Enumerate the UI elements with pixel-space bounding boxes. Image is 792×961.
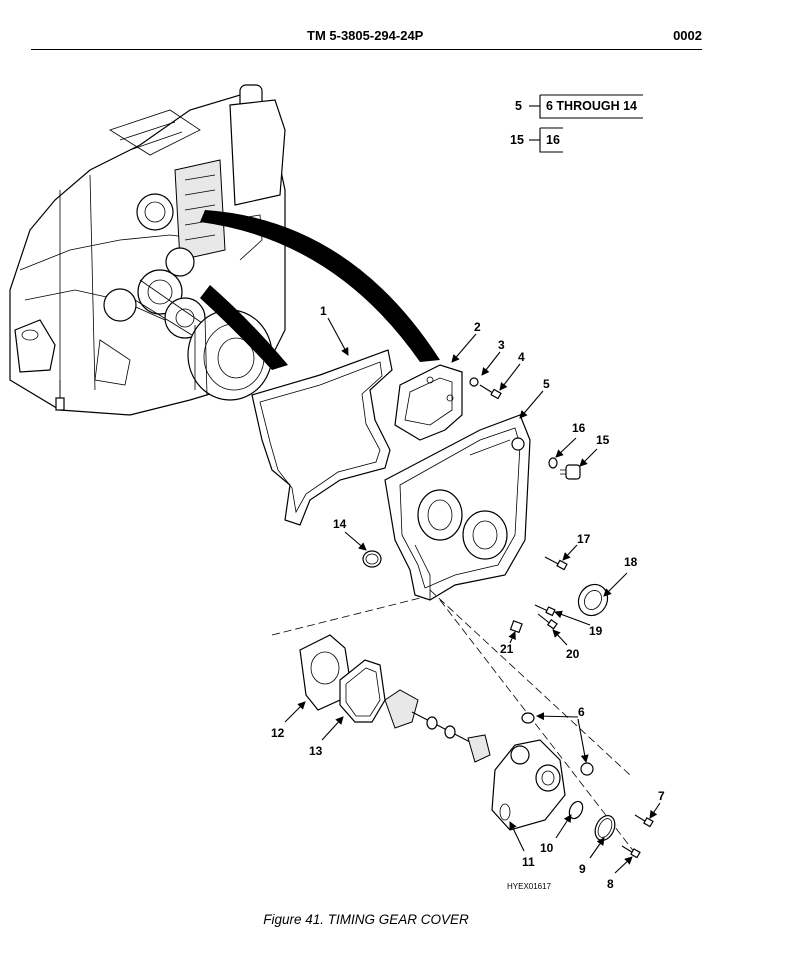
part-8	[621, 845, 641, 859]
callout-17: 17	[577, 532, 591, 546]
part-9	[594, 815, 616, 841]
part-3	[469, 377, 479, 387]
part-21	[509, 620, 523, 634]
callout-2: 2	[474, 320, 481, 334]
callout-leaders	[284, 317, 661, 874]
water-pump-shaft	[384, 689, 491, 763]
kit-box-5: 5 6 THROUGH 14	[515, 94, 643, 119]
kit-contents-5: 6 THROUGH 14	[546, 99, 637, 113]
part-20	[537, 613, 558, 630]
callout-21: 21	[500, 642, 514, 656]
callout-16: 16	[572, 421, 586, 435]
callout-11: 11	[522, 855, 535, 869]
callout-13: 13	[309, 744, 323, 758]
kit-index-15: 15	[510, 133, 524, 147]
callout-15: 15	[596, 433, 610, 447]
tm-number: TM 5-3805-294-24P	[307, 28, 424, 43]
leader-band-lower	[200, 285, 288, 370]
kit-index-5: 5	[515, 99, 522, 113]
part-4	[479, 384, 502, 400]
page-number: 0002	[673, 28, 702, 43]
part-17	[544, 556, 568, 571]
callout-7: 7	[658, 789, 665, 803]
callout-20: 20	[566, 647, 580, 661]
part-10	[568, 800, 584, 820]
callout-14: 14	[333, 517, 347, 531]
callout-12: 12	[271, 726, 285, 740]
callout-8: 8	[607, 877, 614, 891]
part-18	[577, 583, 609, 617]
part-7	[634, 814, 654, 828]
drawing-id: HYEX01617	[507, 882, 552, 891]
header-rule	[31, 49, 702, 50]
part-15	[560, 464, 581, 480]
part-6	[521, 712, 594, 776]
callout-numbers: 1 2 3 4 5 6 7 8 9 10 11 12 13 14 15 16 1…	[271, 304, 665, 891]
part-14	[362, 550, 382, 568]
part-16	[548, 457, 558, 469]
figure-caption: Figure 41. TIMING GEAR COVER	[263, 912, 469, 927]
callout-1: 1	[320, 304, 327, 318]
callout-18: 18	[624, 555, 638, 569]
part-gasket-1	[251, 349, 393, 526]
part-11	[491, 739, 566, 831]
part-13	[339, 659, 386, 723]
part-19	[534, 604, 556, 617]
callout-6: 6	[578, 705, 585, 719]
callout-19: 19	[589, 624, 603, 638]
kit-contents-15: 16	[546, 133, 560, 147]
part-timing-gear-cover-5	[384, 414, 531, 601]
callout-10: 10	[540, 841, 554, 855]
engine-illustration	[9, 84, 286, 416]
callout-4: 4	[518, 350, 525, 364]
leader-band-upper	[200, 210, 440, 362]
part-2	[394, 364, 463, 441]
callout-3: 3	[498, 338, 505, 352]
kit-box-15: 15 16	[510, 127, 563, 153]
callout-5: 5	[543, 377, 550, 391]
callout-9: 9	[579, 862, 586, 876]
